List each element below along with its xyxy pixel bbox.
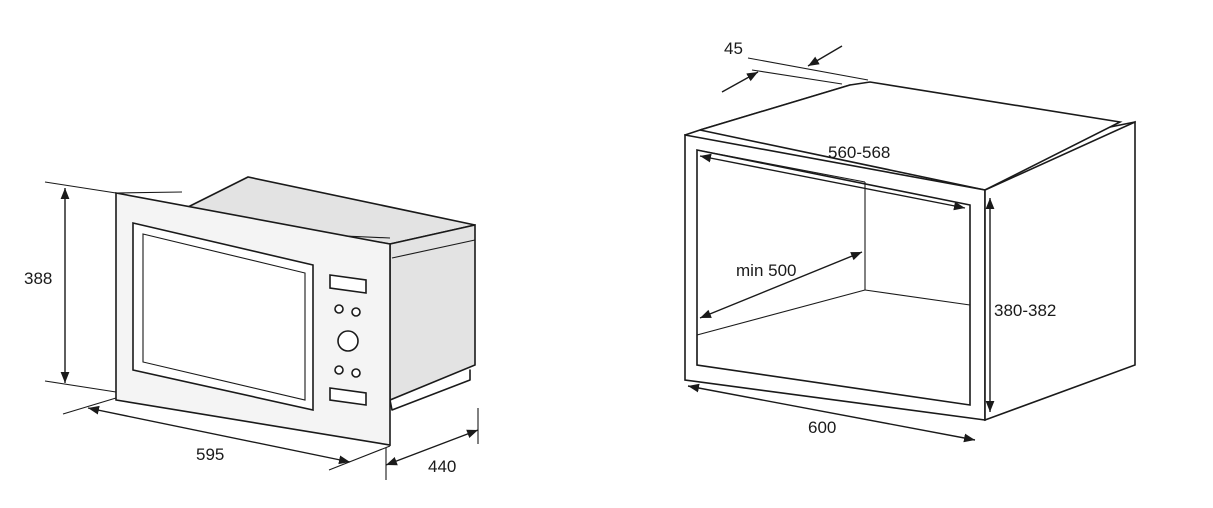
flange-arrow-left <box>721 71 759 93</box>
width-extension-line <box>328 445 391 471</box>
mounting-rail <box>389 369 471 411</box>
cavity-height-label: 380-382 <box>994 301 1056 320</box>
width-dimension-arrow <box>87 405 351 465</box>
inner-width-arrow <box>699 153 966 211</box>
inner-floor-edge <box>864 289 971 306</box>
door-glass <box>142 233 306 401</box>
height-extension-line <box>44 380 117 393</box>
flange-arrow-right <box>807 45 843 67</box>
outer-width-label: 600 <box>808 418 836 437</box>
flange-label: 45 <box>724 39 743 58</box>
control-button <box>351 368 361 378</box>
microwave-side <box>389 224 476 402</box>
cavity-side <box>984 120 1136 422</box>
front-top-lip <box>344 235 391 239</box>
handle-slot <box>329 387 367 406</box>
min-depth-arrow <box>699 251 863 319</box>
depth-label: 440 <box>428 457 456 476</box>
control-knob <box>337 330 359 352</box>
flange-extension-line <box>751 69 843 85</box>
height-extension-line <box>44 181 117 194</box>
side-edge-line <box>391 239 476 259</box>
control-button <box>334 365 344 375</box>
height-label: 388 <box>24 269 52 288</box>
outer-width-arrow <box>687 383 976 443</box>
display-window <box>329 274 367 294</box>
min-depth-label: min 500 <box>736 261 796 280</box>
inner-width-label: 560-568 <box>828 143 890 162</box>
cavity-drawing: 45 560-568 min 500 380-382 600 <box>684 39 1136 443</box>
microwave-drawing: 388 595 440 <box>24 176 479 480</box>
control-button <box>334 304 344 314</box>
width-label: 595 <box>196 445 224 464</box>
flange-extension-line <box>747 57 869 81</box>
control-button <box>351 307 361 317</box>
front-top-lip <box>115 191 183 194</box>
depth-dimension-arrow <box>385 429 479 466</box>
